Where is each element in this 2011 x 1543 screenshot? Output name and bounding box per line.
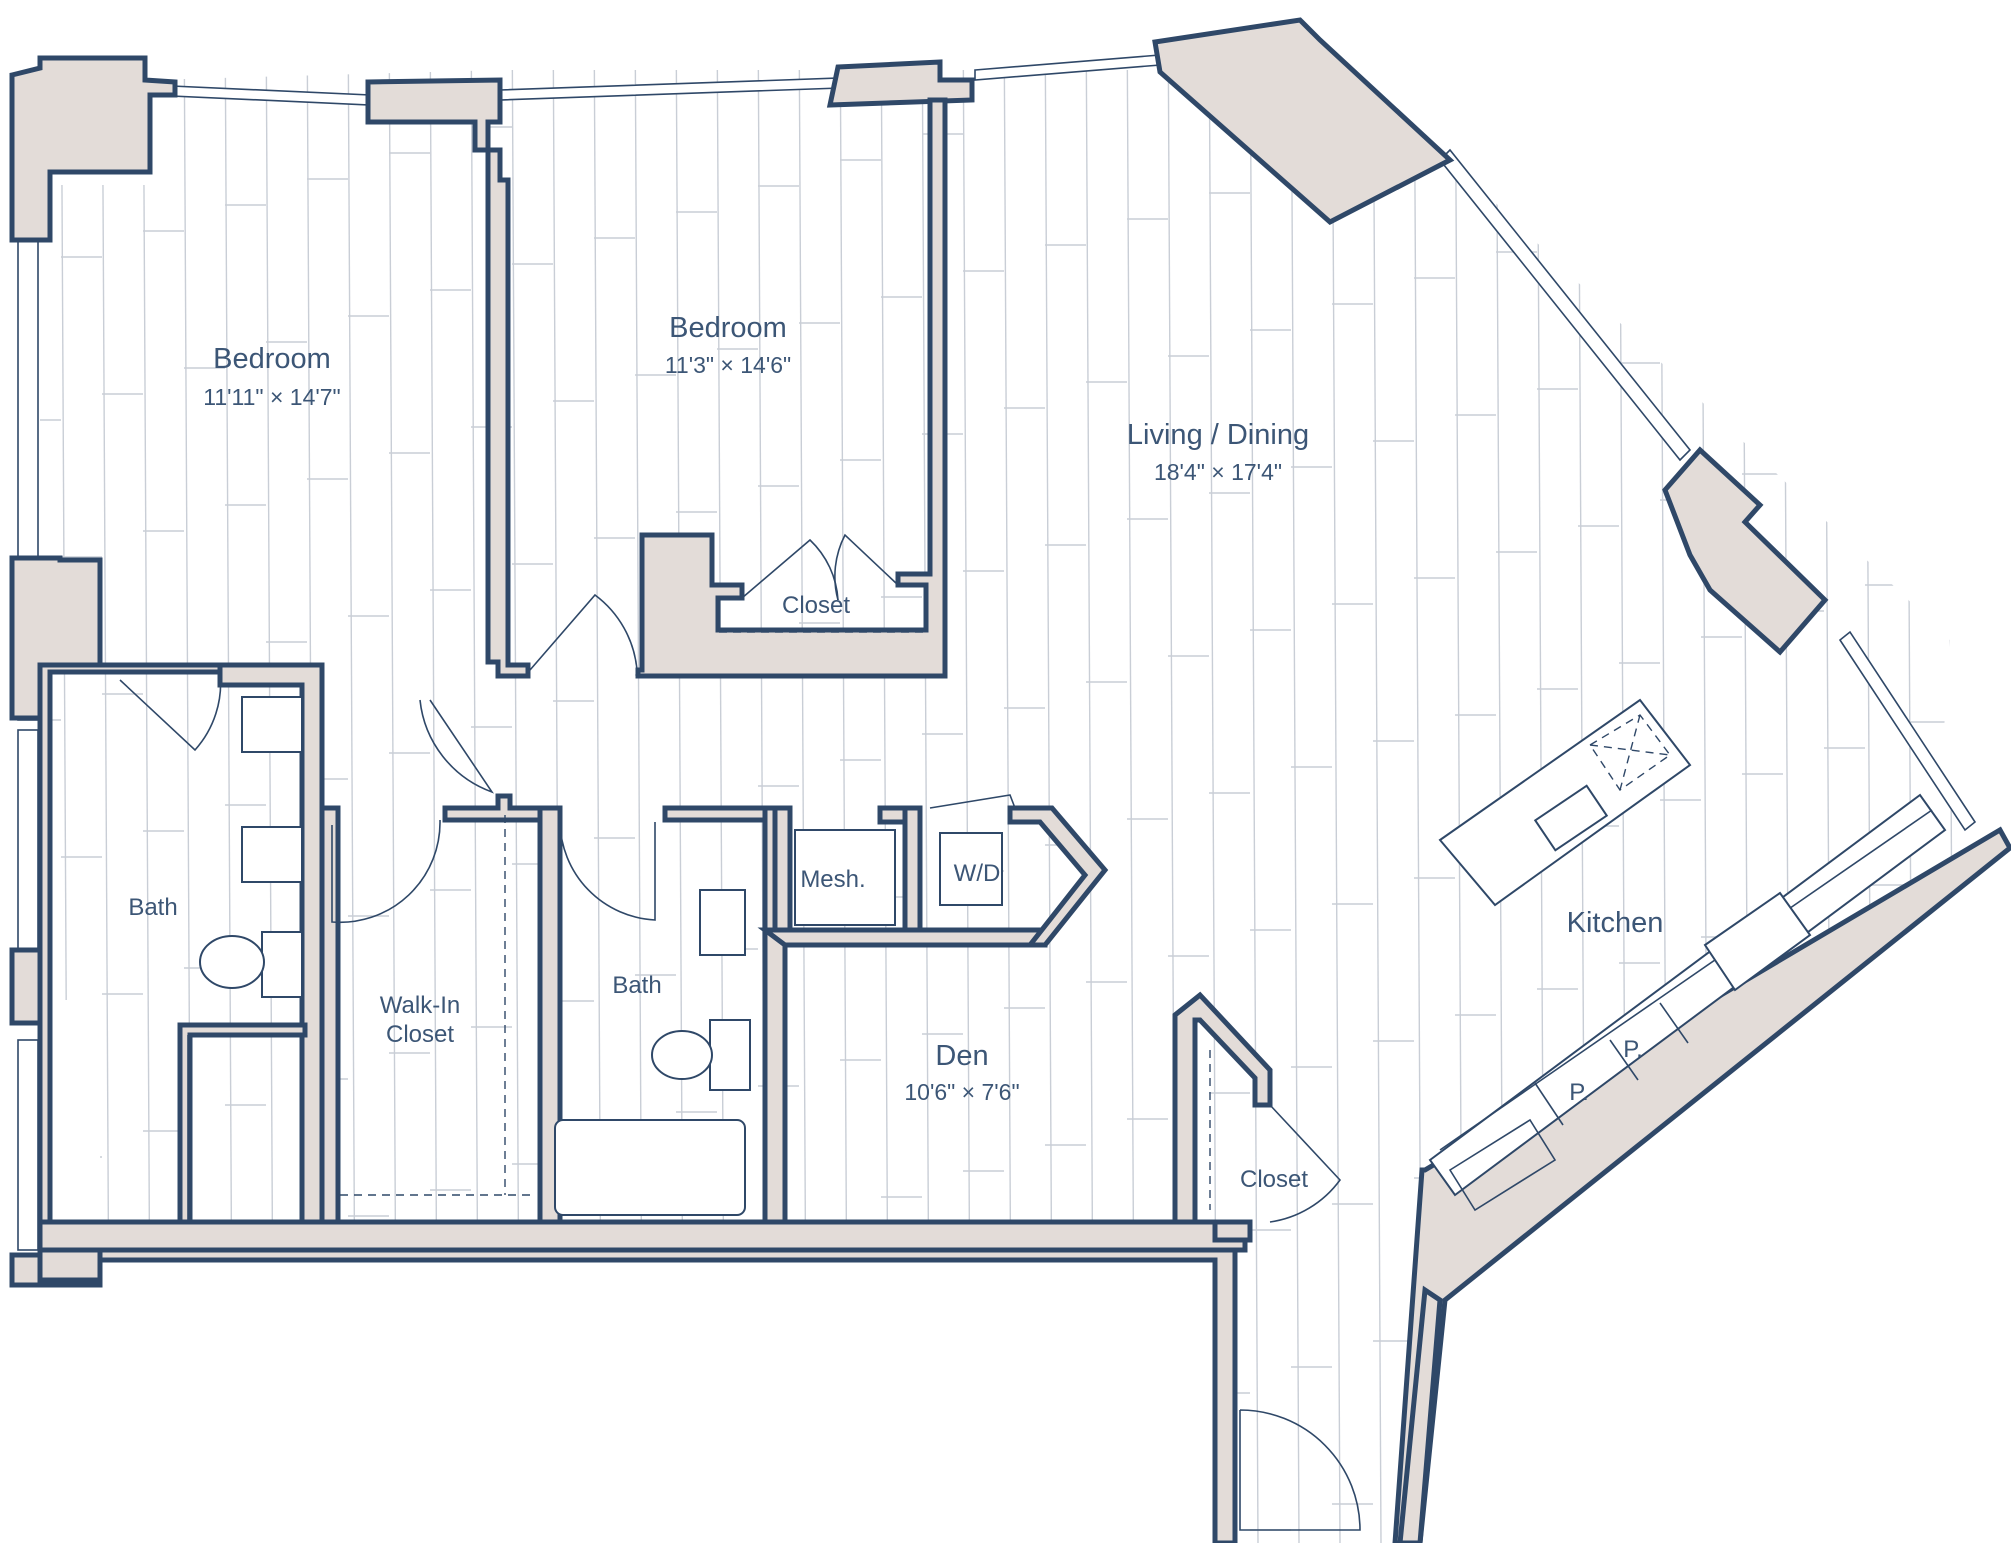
room-labels: Bedroom 11'11" × 14'7" Bedroom 11'3" × 1… (128, 312, 1663, 1193)
room-label-living-dining: Living / Dining (1127, 419, 1309, 451)
walls (9, 17, 2011, 1543)
room-label-bath-left: Bath (128, 894, 177, 921)
bath-fixtures (187, 696, 1003, 1222)
floor-board-line (1946, 70, 1956, 1543)
windows (17, 54, 1977, 1251)
room-label-pantry-1: P. (1623, 1036, 1643, 1063)
room-label-den: Den (935, 1040, 988, 1072)
room-label-walk-in-closet-line1: Walk-In (380, 992, 460, 1019)
room-size-living-dining: 18'4" × 17'4" (1154, 459, 1282, 485)
doors (119, 533, 1361, 1531)
floor-board-line (1372, 70, 1382, 1543)
room-size-bedroom-left: 11'11" × 14'7" (203, 384, 340, 410)
kitchen-fixtures (1428, 698, 1947, 1212)
room-label-kitchen: Kitchen (1567, 907, 1664, 939)
floor-board-line (1331, 70, 1341, 1543)
room-size-den: 10'6" × 7'6" (904, 1079, 1019, 1105)
room-label-bedroom-middle: Bedroom (669, 312, 787, 344)
room-label-walk-in-closet-line2: Closet (386, 1021, 454, 1048)
room-label-bedroom-left: Bedroom (213, 343, 331, 375)
floor-board-line (1249, 70, 1259, 1543)
room-size-bedroom-middle: 11'3" × 14'6" (665, 352, 791, 378)
room-label-closet-bedroom: Closet (782, 592, 850, 619)
room-label-bath-middle: Bath (612, 972, 661, 999)
floor-board-line (1987, 70, 1997, 1543)
room-label-washer-dryer: W/D (954, 860, 1001, 887)
room-label-closet-entry: Closet (1240, 1166, 1308, 1193)
room-label-pantry-2: P. (1569, 1079, 1589, 1106)
floor-board-line (1290, 70, 1300, 1543)
room-label-mech: Mesh. (800, 866, 865, 893)
